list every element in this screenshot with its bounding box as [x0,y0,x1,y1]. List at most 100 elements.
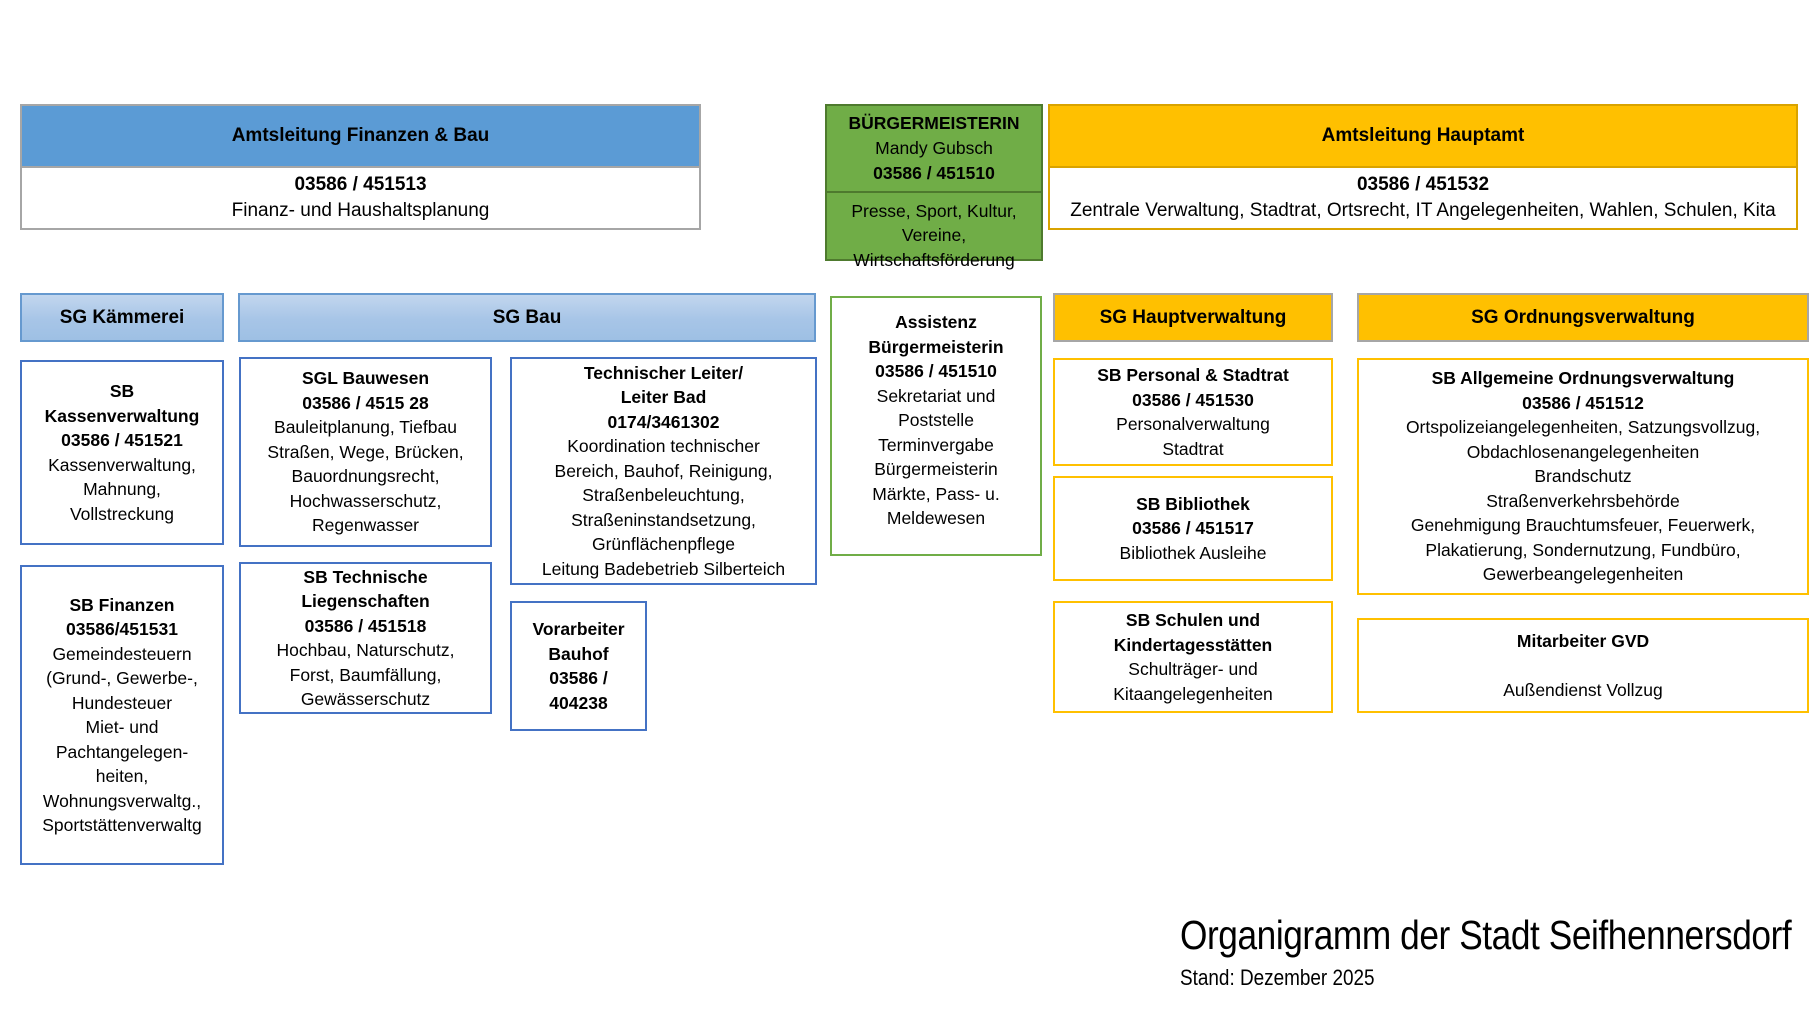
text-line: Leiter Bad [620,387,707,408]
text-line: Märkte, Pass- u. [872,483,1000,504]
text-line: SB Bibliothek [1136,493,1250,514]
text-line: Technischer Leiter/ [583,362,744,383]
text-line: (Grund-, Gewerbe-, [46,668,198,688]
box-buergermeisterin: BÜRGERMEISTERIN Mandy Gubsch 03586 / 45151… [825,104,1043,270]
amtsleitung-finanzen-bau-body: 03586 / 451513 Finanz- und Haushaltsplan… [22,168,699,228]
box-mitarbeiter-gvd: Mitarbeiter GVD Außendienst Vollzug [1357,618,1809,713]
text-line: Genehmigung Brauchtumsfeuer, Feuerwerk, [1410,515,1756,536]
text-line: Hochbau, Naturschutz, [276,640,455,660]
text-line: Mitarbeiter GVD [1516,630,1650,651]
text-line: 03586/451531 [66,619,178,639]
text-line: Bauhof [548,643,609,664]
text-line: Mandy Gubsch [875,137,993,158]
text-line: BÜRGERMEISTERIN [848,113,1020,133]
text-line: Straßenverkehrsbehörde [1486,490,1680,511]
text-line: Assistenz [895,312,977,332]
text-line: SB Technische [303,566,428,587]
text-line: 03586 / 451510 [875,361,997,381]
amtsleitung-hauptamt-body: 03586 / 451532 Zentrale Verwaltung, Stad… [1050,168,1796,228]
amtsleitung-hauptamt-title: Amtsleitung Hauptamt [1321,125,1525,146]
page-subtitle: Stand: Dezember 2025 [1180,965,1375,990]
header-sg-bau: SG Bau [238,293,816,342]
text-line: 03586 / 451510 [873,162,995,183]
text-line: Schulträger- und [1128,659,1258,679]
text-line: Poststelle [898,410,974,430]
text-line: Terminvergabe [878,434,994,455]
text-line: 03586 / [549,668,608,688]
text-line: Kindertagesstätten [1113,634,1273,655]
text-line: 03586 / 451521 [61,430,183,450]
text-line: Straßenbeleuchtung, [582,485,745,506]
text-line: heiten, [95,766,149,786]
text-line: 03586 / 451530 [1132,389,1254,410]
amtsleitung-hauptamt-desc: Zentrale Verwaltung, Stadtrat, Ortsrecht… [1070,200,1776,221]
text-line: Hochwasserschutz, [289,490,442,511]
page-title: Organigramm der Stadt Seifhennersdorf [1180,912,1792,958]
text-line: Bereich, Bauhof, Reinigung, [554,460,773,481]
text-line: Mahnung, [83,479,161,499]
sg-ordnungsverwaltung-label: SG Ordnungsverwaltung [1471,306,1695,328]
box-amtsleitung-hauptamt: Amtsleitung Hauptamt 03586 / 451532 Zent… [1048,104,1798,230]
text-line: Obdachlosenangelegenheiten [1466,441,1700,462]
text-line: Brandschutz [1534,466,1632,487]
buergermeisterin-bottom-section: Presse, Sport, Kultur, Vereine, Wirtschaft… [827,193,1041,280]
text-line: Gemeindesteuern [52,643,192,664]
sg-hauptverwaltung-label: SG Hauptverwaltung [1099,306,1287,328]
text-line: Wirtschaftsförderung [853,250,1015,271]
amtsleitung-finanzen-bau-phone: 03586 / 451513 [294,174,427,196]
footer: Organigramm der Stadt Seifhennersdorf St… [1180,912,1820,991]
text-line: Bürgermeisterin [868,336,1004,357]
text-line: Vollstreckung [69,503,175,524]
text-line: Kassenverwaltung [44,405,200,426]
header-sg-hauptverwaltung: SG Hauptverwaltung [1053,293,1333,342]
sg-kaemmerei-label: SG Kämmerei [59,306,185,328]
box-amtsleitung-finanzen-bau: Amtsleitung Finanzen & Bau 03586 / 45151… [20,104,701,230]
text-line: Bibliothek Ausleihe [1119,542,1267,563]
buergermeisterin-top-section: BÜRGERMEISTERIN Mandy Gubsch 03586 / 45151… [827,106,1041,193]
text-line: Presse, Sport, Kultur, [851,200,1017,221]
amtsleitung-finanzen-bau-header: Amtsleitung Finanzen & Bau [22,106,699,168]
amtsleitung-hauptamt-phone: 03586 / 451532 [1356,174,1490,196]
header-sg-kaemmerei: SG Kämmerei [20,293,224,342]
text-line: Koordination technischer [567,436,760,457]
text-line: Gewerbeangelegenheiten [1482,564,1684,585]
text-line: Meldewesen [886,508,986,528]
text-line: SB Personal & Stadtrat [1097,365,1289,385]
text-line: Vereine, [901,225,967,246]
text-line [1581,653,1586,678]
text-line: Personalverwaltung [1116,414,1270,434]
text-line: Bürgermeisterin [874,459,998,479]
text-line: Ortspolizeiangelegenheiten, Satzungsvoll… [1405,417,1761,438]
box-technischer-leiter: Technischer Leiter/Leiter Bad 0174/346130… [510,357,817,585]
text-line: Straßen, Wege, Brücken, [267,441,464,462]
text-line: SB [109,381,135,401]
box-sgl-bauwesen: SGL Bauwesen 03586 / 4515 28 Bauleitplanun… [239,357,492,547]
text-line: 0174/3461302 [607,411,720,432]
text-line: Liegenschaften [301,591,430,611]
text-line: 03586 / 4515 28 [302,392,429,413]
text-line: Wohnungsverwaltg., [42,790,202,811]
text-line: SB Schulen und [1125,610,1261,630]
text-line: SGL Bauwesen [301,368,430,389]
text-line: 03586 / 451512 [1522,392,1644,413]
text-line: Pachtangelegen- [55,741,189,762]
text-line: Regenwasser [312,515,419,536]
text-line: Sportstättenverwaltg [42,815,202,835]
text-line: Plakatierung, Sondernutzung, Fundbüro, [1425,539,1741,560]
text-line: 03586 / 451517 [1132,518,1254,539]
text-line: SB Allgemeine Ordnungsverwaltung [1431,368,1735,389]
text-line: Bauordnungsrecht, [291,466,440,487]
text-line: Miet- und [85,717,159,737]
amtsleitung-finanzen-bau-title: Amtsleitung Finanzen & Bau [231,125,490,146]
text-line: Gewässerschutz [300,689,431,709]
text-line: Bauleitplanung, Tiefbau [274,417,457,438]
text-line: Kitaangelegenheiten [1113,683,1273,704]
